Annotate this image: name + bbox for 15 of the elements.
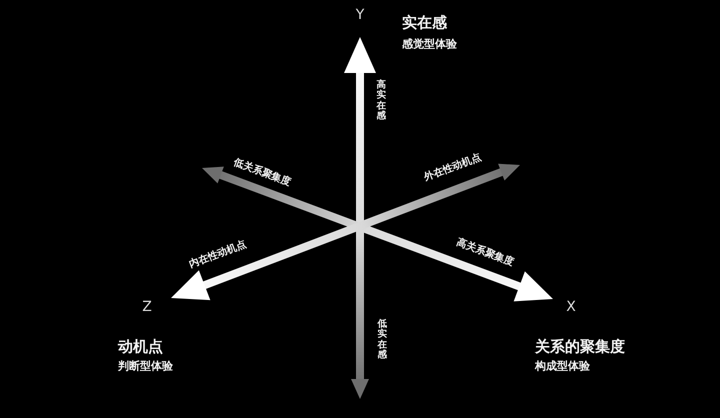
axis-title: 动机点: [118, 340, 163, 354]
axis-letter: Z: [142, 300, 152, 314]
axis-end-label: 低关系聚集度: [232, 158, 292, 188]
axis-end-label: 高实在感: [376, 80, 386, 122]
axis-end-label: 低实在感: [377, 320, 387, 360]
axis-subtitle: 构成型体验: [535, 360, 590, 372]
axis-end-label: 内在性动机点: [188, 240, 248, 270]
axis-title: 关系的聚集度: [535, 340, 625, 354]
axis-end-label: 外在性动机点: [423, 152, 483, 184]
axis-end-label: 高关系聚集度: [455, 238, 515, 268]
axis-letter: X: [566, 300, 576, 314]
axis-letter: Y: [356, 8, 364, 22]
axis-subtitle: 判断型体验: [118, 360, 173, 372]
axis-subtitle: 感觉型体验: [402, 38, 457, 50]
axis-title: 实在感: [402, 16, 447, 30]
